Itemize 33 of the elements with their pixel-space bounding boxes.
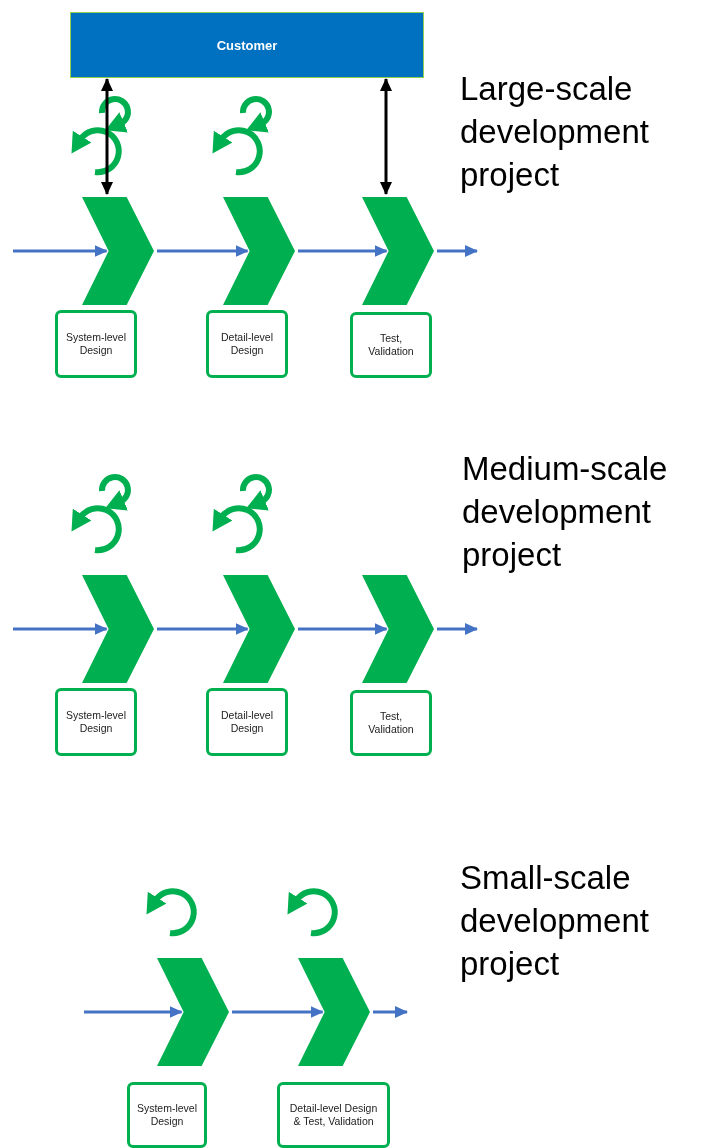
arrow — [101, 78, 113, 195]
customer-box: Customer — [70, 12, 424, 78]
step-label-box: Test, Validation — [350, 312, 432, 378]
arrow — [13, 623, 108, 635]
chevron-shape — [362, 575, 434, 683]
chevron-shape — [82, 575, 154, 683]
section-title: Large-scale development project — [460, 69, 650, 195]
arrow — [298, 245, 388, 257]
step-label-box: System-level Design — [127, 1082, 207, 1148]
arrow — [84, 1006, 183, 1018]
chevron-shape — [223, 197, 295, 305]
step-label-box: System-level Design — [55, 688, 137, 756]
chevron-shape — [298, 958, 370, 1066]
arrow — [157, 623, 249, 635]
arrow — [380, 78, 392, 195]
arrow — [437, 623, 478, 635]
chevron-shape — [157, 958, 229, 1066]
chevron-shape — [223, 575, 295, 683]
arrow — [157, 245, 249, 257]
section-title: Small-scale development project — [460, 858, 650, 984]
chevron-shape — [362, 197, 434, 305]
step-label-box: Detail-level Design — [206, 688, 288, 756]
arrow — [373, 1006, 408, 1018]
arrow — [232, 1006, 324, 1018]
step-label-box: Detail-level Design — [206, 310, 288, 378]
arrow — [298, 623, 388, 635]
chevron-shape — [82, 197, 154, 305]
arrow — [13, 245, 108, 257]
step-label-box: Detail-level Design & Test, Validation — [277, 1082, 390, 1148]
step-label-box: System-level Design — [55, 310, 137, 378]
arrow — [437, 245, 478, 257]
section-title: Medium-scale development project — [462, 449, 669, 575]
step-label-box: Test, Validation — [350, 690, 432, 756]
